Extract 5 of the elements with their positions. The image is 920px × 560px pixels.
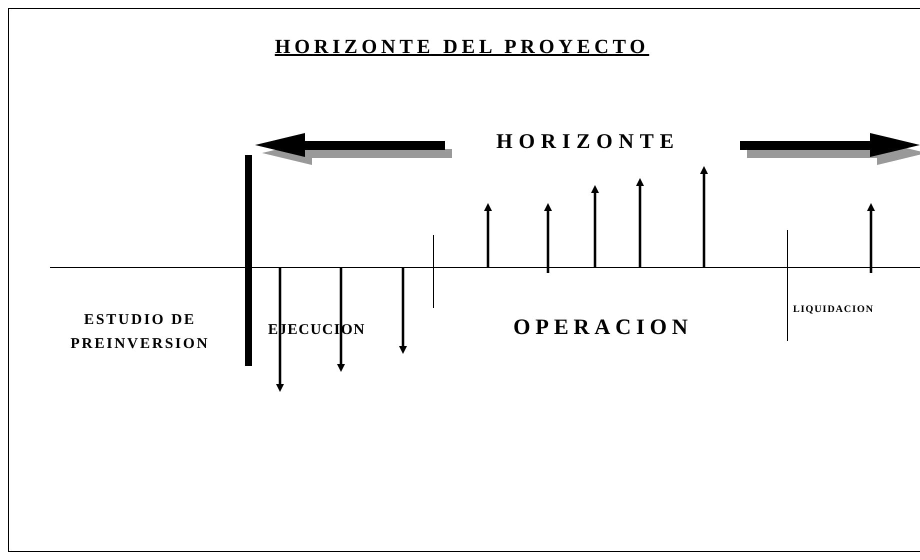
phase-label: HORIZONTE: [495, 128, 681, 155]
phase-label: ESTUDIO DE PREINVERSION: [69, 311, 211, 354]
phase-label: OPERACION: [512, 313, 694, 341]
title: HORIZONTE DEL PROYECTO: [274, 35, 650, 60]
phase-label: LIQUIDACION: [793, 303, 876, 317]
